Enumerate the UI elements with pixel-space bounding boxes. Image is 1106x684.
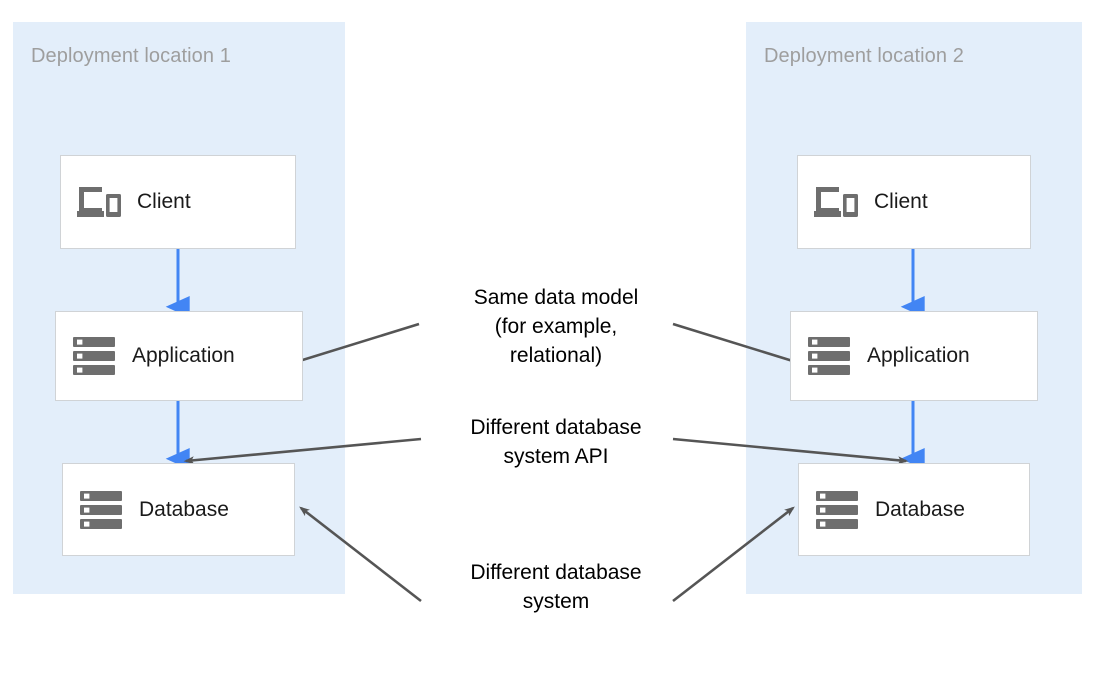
deployment-location-2-title: Deployment location 2: [764, 45, 964, 67]
application-1-label: Application: [132, 344, 235, 367]
deployment-location-1-title: Deployment location 1: [31, 45, 231, 67]
client-1-label: Client: [137, 190, 191, 213]
server-icon: [77, 486, 125, 534]
annotation-different-database-system: Different database system: [470, 561, 642, 613]
application-2-label: Application: [867, 344, 970, 367]
database-2-node[interactable]: Database: [798, 463, 1030, 556]
server-icon: [805, 332, 853, 380]
database-1-node[interactable]: Database: [62, 463, 295, 556]
devices-icon: [812, 178, 860, 226]
database-2-label: Database: [875, 497, 965, 521]
devices-icon: [75, 178, 123, 226]
server-icon: [813, 486, 861, 534]
application-2-node[interactable]: Application: [790, 311, 1038, 401]
client-2-node[interactable]: Client: [797, 155, 1031, 249]
server-icon: [70, 332, 118, 380]
client-2-label: Client: [874, 190, 928, 213]
database-1-label: Database: [139, 497, 229, 521]
client-1-node[interactable]: Client: [60, 155, 296, 249]
application-1-node[interactable]: Application: [55, 311, 303, 401]
annotation-different-database-system-api: Different database system API: [470, 416, 642, 468]
annotation-same-data-model: Same data model (for example, relational…: [473, 286, 639, 367]
